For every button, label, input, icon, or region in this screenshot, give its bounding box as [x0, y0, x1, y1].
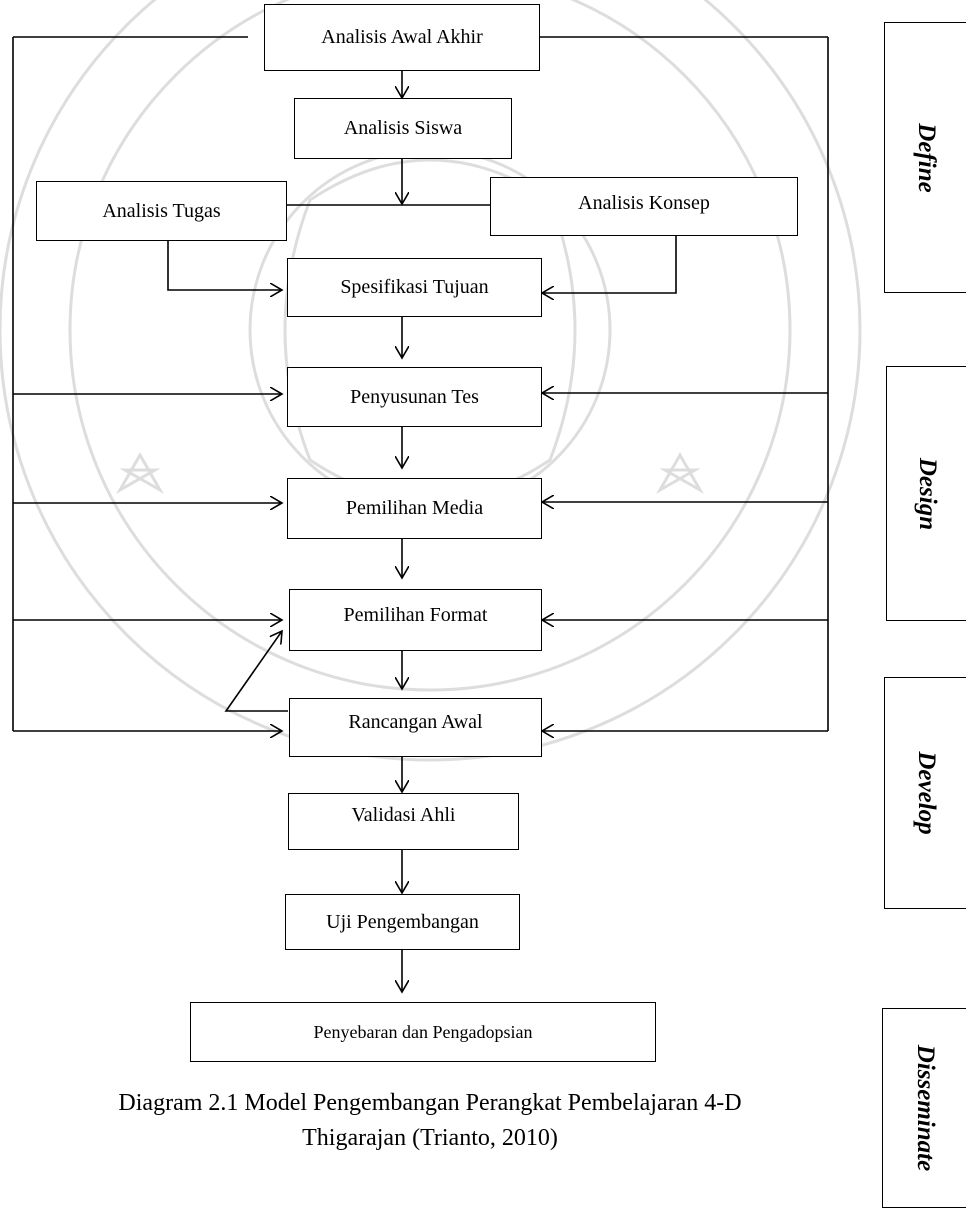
node-label: Penyebaran dan Pengadopsian — [313, 1021, 533, 1042]
phase-design-label: Design — [913, 457, 941, 530]
phase-disseminate: Disseminate — [882, 1008, 966, 1208]
phase-define-label: Define — [912, 122, 940, 193]
node-pemilihan-media: Pemilihan Media — [287, 478, 542, 539]
phase-develop-label: Develop — [912, 751, 940, 835]
node-label: Analisis Awal Akhir — [321, 26, 483, 48]
figure-caption-line2: Thigarajan (Trianto, 2010) — [302, 1125, 558, 1151]
phase-disseminate-label: Disseminate — [911, 1044, 939, 1172]
node-label: Uji Pengembangan — [326, 910, 479, 933]
node-label: Analisis Siswa — [343, 117, 463, 139]
node-analisis-awal-akhir: Analisis Awal Akhir — [264, 4, 540, 71]
edge-tugas-spesifikasi — [167, 240, 282, 290]
phase-define: Define — [884, 22, 966, 293]
node-pemilihan-format: Pemilihan Format — [289, 589, 542, 651]
node-label: Penyusunan Tes — [350, 385, 479, 408]
node-uji-pengembangan: Uji Pengembangan — [285, 894, 520, 950]
node-label: Validasi Ahli — [351, 804, 456, 826]
node-validasi-ahli: Validasi Ahli — [288, 793, 519, 850]
node-analisis-siswa: Analisis Siswa — [294, 98, 512, 159]
node-rancangan-awal: Rancangan Awal — [289, 698, 542, 757]
node-analisis-tugas: Analisis Tugas — [36, 181, 287, 241]
node-penyebaran-pengadopsian: Penyebaran dan Pengadopsian — [190, 1002, 656, 1062]
node-label: Rancangan Awal — [348, 711, 483, 733]
node-label: Spesifikasi Tujuan — [340, 276, 489, 298]
edge-rancangan-format-feedback — [224, 631, 288, 712]
figure-caption-line1: Diagram 2.1 Model Pengembangan Perangkat… — [118, 1090, 742, 1116]
node-penyusunan-tes: Penyusunan Tes — [287, 367, 542, 427]
node-label: Analisis Tugas — [102, 199, 221, 222]
node-spesifikasi-tujuan: Spesifikasi Tujuan — [287, 258, 542, 317]
phase-design: Design — [886, 366, 966, 621]
node-label: Analisis Konsep — [578, 192, 710, 214]
node-label: Pemilihan Media — [345, 497, 484, 519]
node-analisis-konsep: Analisis Konsep — [490, 177, 798, 236]
connector-lines — [12, 36, 829, 1160]
edge-konsep-spesifikasi — [542, 236, 677, 293]
node-label: Pemilihan Format — [343, 604, 488, 626]
phase-develop: Develop — [884, 677, 966, 909]
